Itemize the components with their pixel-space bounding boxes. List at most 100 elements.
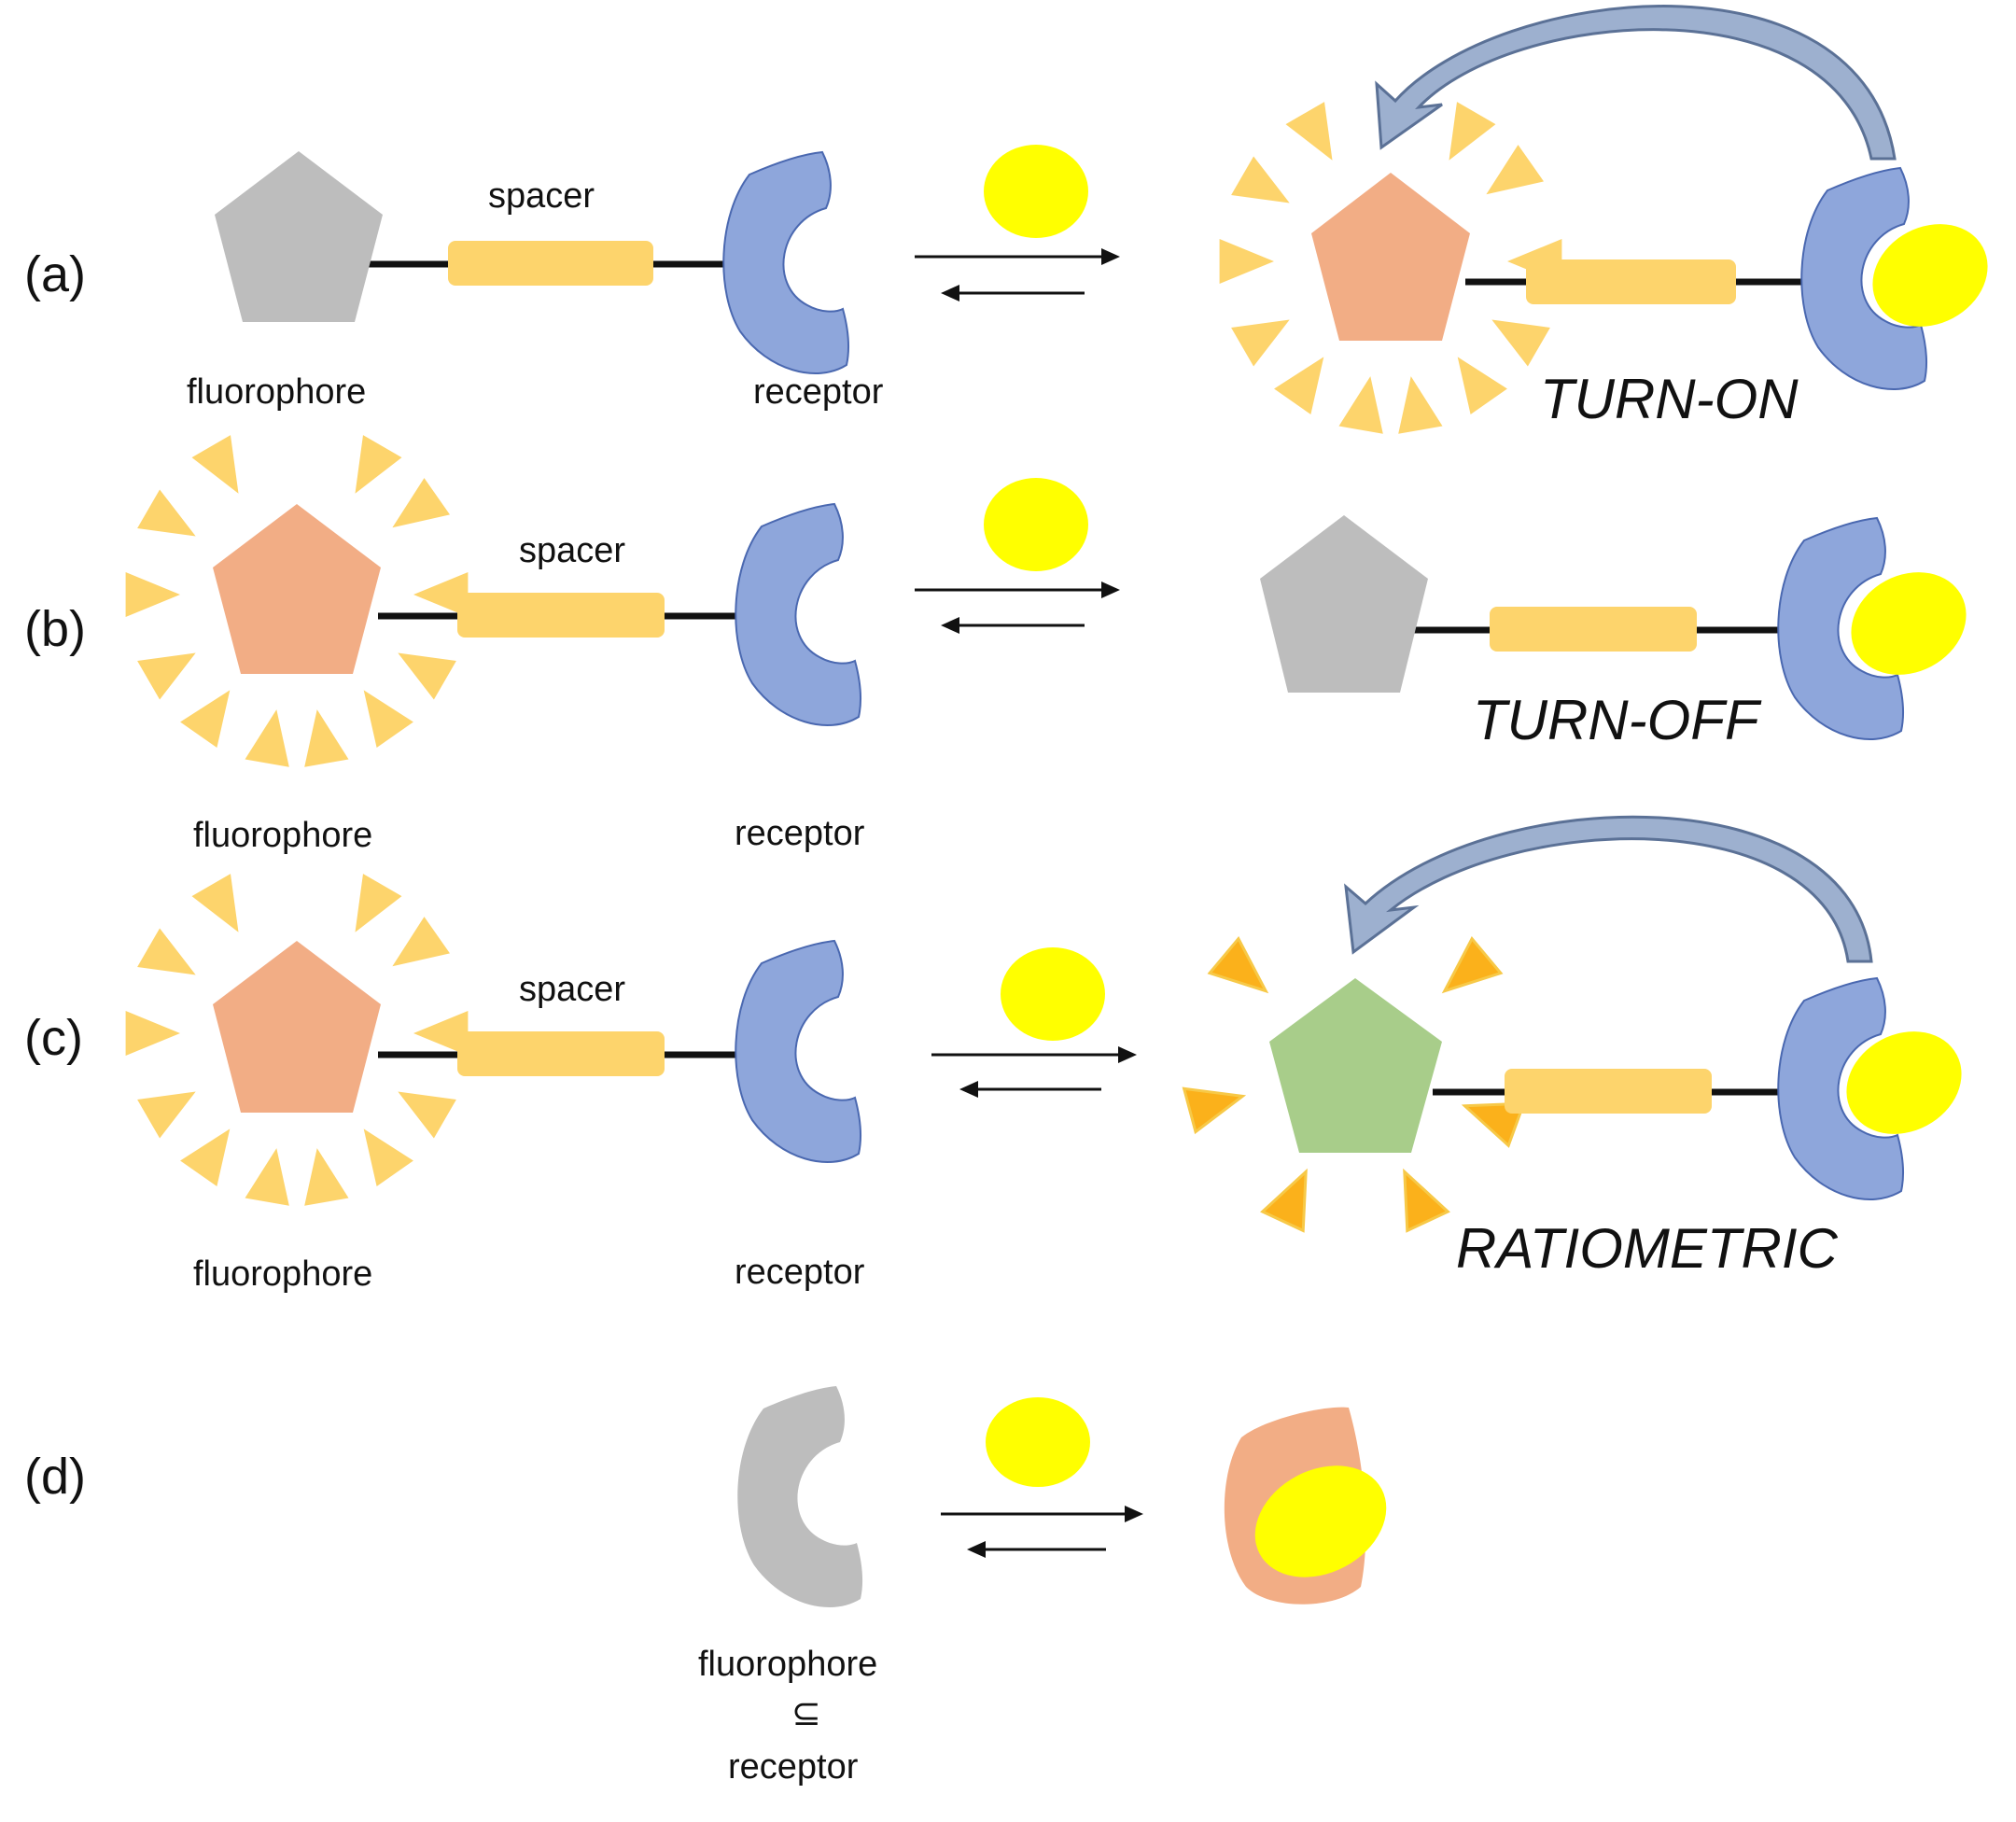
emission-ray (363, 690, 413, 748)
spacer-bar (457, 1031, 665, 1076)
emission-ray (1274, 357, 1324, 414)
emission-ray (191, 435, 239, 494)
emission-ray (1398, 376, 1443, 434)
panel-b-sensor-free: spacer fluorophore receptor (125, 435, 865, 855)
panel-b-receptor-label: receptor (735, 814, 865, 853)
panel-a-spacer-label: spacer (488, 176, 595, 216)
analyte-ellipse (1001, 947, 1105, 1041)
emission-ray (1207, 936, 1269, 994)
emission-ray (398, 1091, 456, 1139)
bound-analyte (1851, 572, 1967, 675)
emission-ray (245, 1148, 289, 1206)
panel-c-sensor-bound: RATIOMETRIC (1182, 815, 1962, 1280)
panel-c: (c) spacer fluorophore receptor RATIOM (24, 815, 1962, 1294)
emission-ray (1182, 1086, 1247, 1135)
receptor-cup (735, 503, 862, 726)
panel-c-fluorophore-label: fluorophore (193, 1254, 372, 1294)
panel-c-mode-label: RATIOMETRIC (1456, 1217, 1839, 1280)
panel-a-sensor-bound: TURN-ON (1219, 5, 1988, 434)
emission-ray (180, 1128, 231, 1186)
emission-ray (413, 572, 469, 617)
receptor-cup (722, 151, 850, 374)
panel-c-receptor-label: receptor (735, 1253, 865, 1292)
emission-ray (137, 652, 196, 700)
equilibrium-arrows (915, 248, 1120, 301)
receptor-cup (735, 940, 862, 1163)
emission-ray (304, 1148, 349, 1206)
fluorophore-pentagon (1260, 515, 1428, 693)
emission-ray (1457, 357, 1507, 414)
bound-analyte (1254, 1465, 1387, 1577)
panel-b-mode-label: TURN-OFF (1473, 689, 1762, 751)
equilibrium-arrows (931, 1046, 1137, 1098)
panel-d-label: (d) (24, 1449, 86, 1505)
emission-ray (1231, 156, 1290, 203)
emission-ray (413, 1011, 469, 1056)
emission-ray (1338, 376, 1383, 434)
fluorophore-pentagon (215, 151, 383, 322)
panel-d: (d) fluorophore ⊆ receptor (24, 1386, 1387, 1787)
emission-ray (1403, 1168, 1450, 1233)
emission-ray (1231, 319, 1290, 367)
emission-ray (137, 928, 196, 975)
emission-rays (1182, 936, 1526, 1233)
panel-b-spacer-label: spacer (519, 531, 625, 570)
bound-analyte (1872, 224, 1988, 327)
emission-rays (125, 435, 469, 767)
emission-ray (304, 709, 349, 767)
bound-analyte (1846, 1031, 1962, 1134)
spacer-bar (448, 241, 653, 286)
emission-ray (1219, 239, 1274, 284)
panel-b-sensor-bound: TURN-OFF (1260, 515, 1967, 751)
emission-ray (392, 917, 450, 967)
spacer-bar (1505, 1069, 1712, 1114)
panel-a-label: (a) (24, 246, 86, 302)
panel-c-sensor-free: spacer fluorophore receptor (125, 874, 865, 1294)
energy-transfer-arrow (1375, 5, 1897, 161)
emission-ray (398, 652, 456, 700)
emission-rays (125, 874, 469, 1206)
panel-c-spacer-label: spacer (519, 970, 625, 1009)
emission-ray (1491, 319, 1550, 367)
emission-ray (245, 709, 289, 767)
panel-c-label: (c) (24, 1010, 83, 1066)
fluorophore-pentagon (1311, 173, 1470, 341)
panel-b-label: (b) (24, 601, 86, 657)
panel-a-sensor-free: spacer fluorophore receptor (187, 151, 884, 412)
panel-a-mode-label: TURN-ON (1540, 368, 1799, 430)
analyte-ellipse (986, 1397, 1090, 1487)
emission-ray (1285, 102, 1333, 161)
emission-ray (1260, 1168, 1308, 1233)
fluorophore-pentagon (213, 941, 381, 1113)
bound-complex (1224, 1407, 1387, 1605)
emission-ray (1486, 145, 1544, 195)
analyte-ellipse (984, 145, 1088, 238)
panel-d-receptor-label: receptor (728, 1747, 859, 1787)
emission-ray (355, 874, 402, 932)
spacer-bar (1490, 607, 1697, 652)
emission-ray (1449, 102, 1496, 161)
emission-ray (392, 478, 450, 528)
emission-ray (355, 435, 402, 494)
emission-rays (1219, 102, 1562, 434)
panel-b-fluorophore-label: fluorophore (193, 816, 372, 855)
equilibrium-arrows (915, 582, 1120, 634)
fluorophore-pentagon (1269, 978, 1442, 1153)
emission-ray (1441, 936, 1504, 994)
spacer-bar (1526, 259, 1736, 304)
emission-ray (125, 1011, 180, 1056)
emission-ray (125, 572, 180, 617)
fluorophore-pentagon (213, 504, 381, 674)
emission-ray (1461, 1101, 1526, 1148)
analyte-ellipse (984, 478, 1088, 571)
panel-b: (b) spacer fluorophore receptor TURN-OFF (24, 435, 1967, 855)
emission-ray (191, 874, 239, 932)
panel-a-fluorophore-label: fluorophore (187, 372, 366, 412)
emission-ray (137, 1091, 196, 1139)
emission-ray (137, 489, 196, 537)
panel-d-fluorophore-label: fluorophore (698, 1645, 877, 1684)
emission-ray (180, 690, 231, 748)
panel-a: (a) spacer fluorophore receptor (24, 5, 1988, 434)
energy-transfer-arrow (1344, 815, 1873, 963)
